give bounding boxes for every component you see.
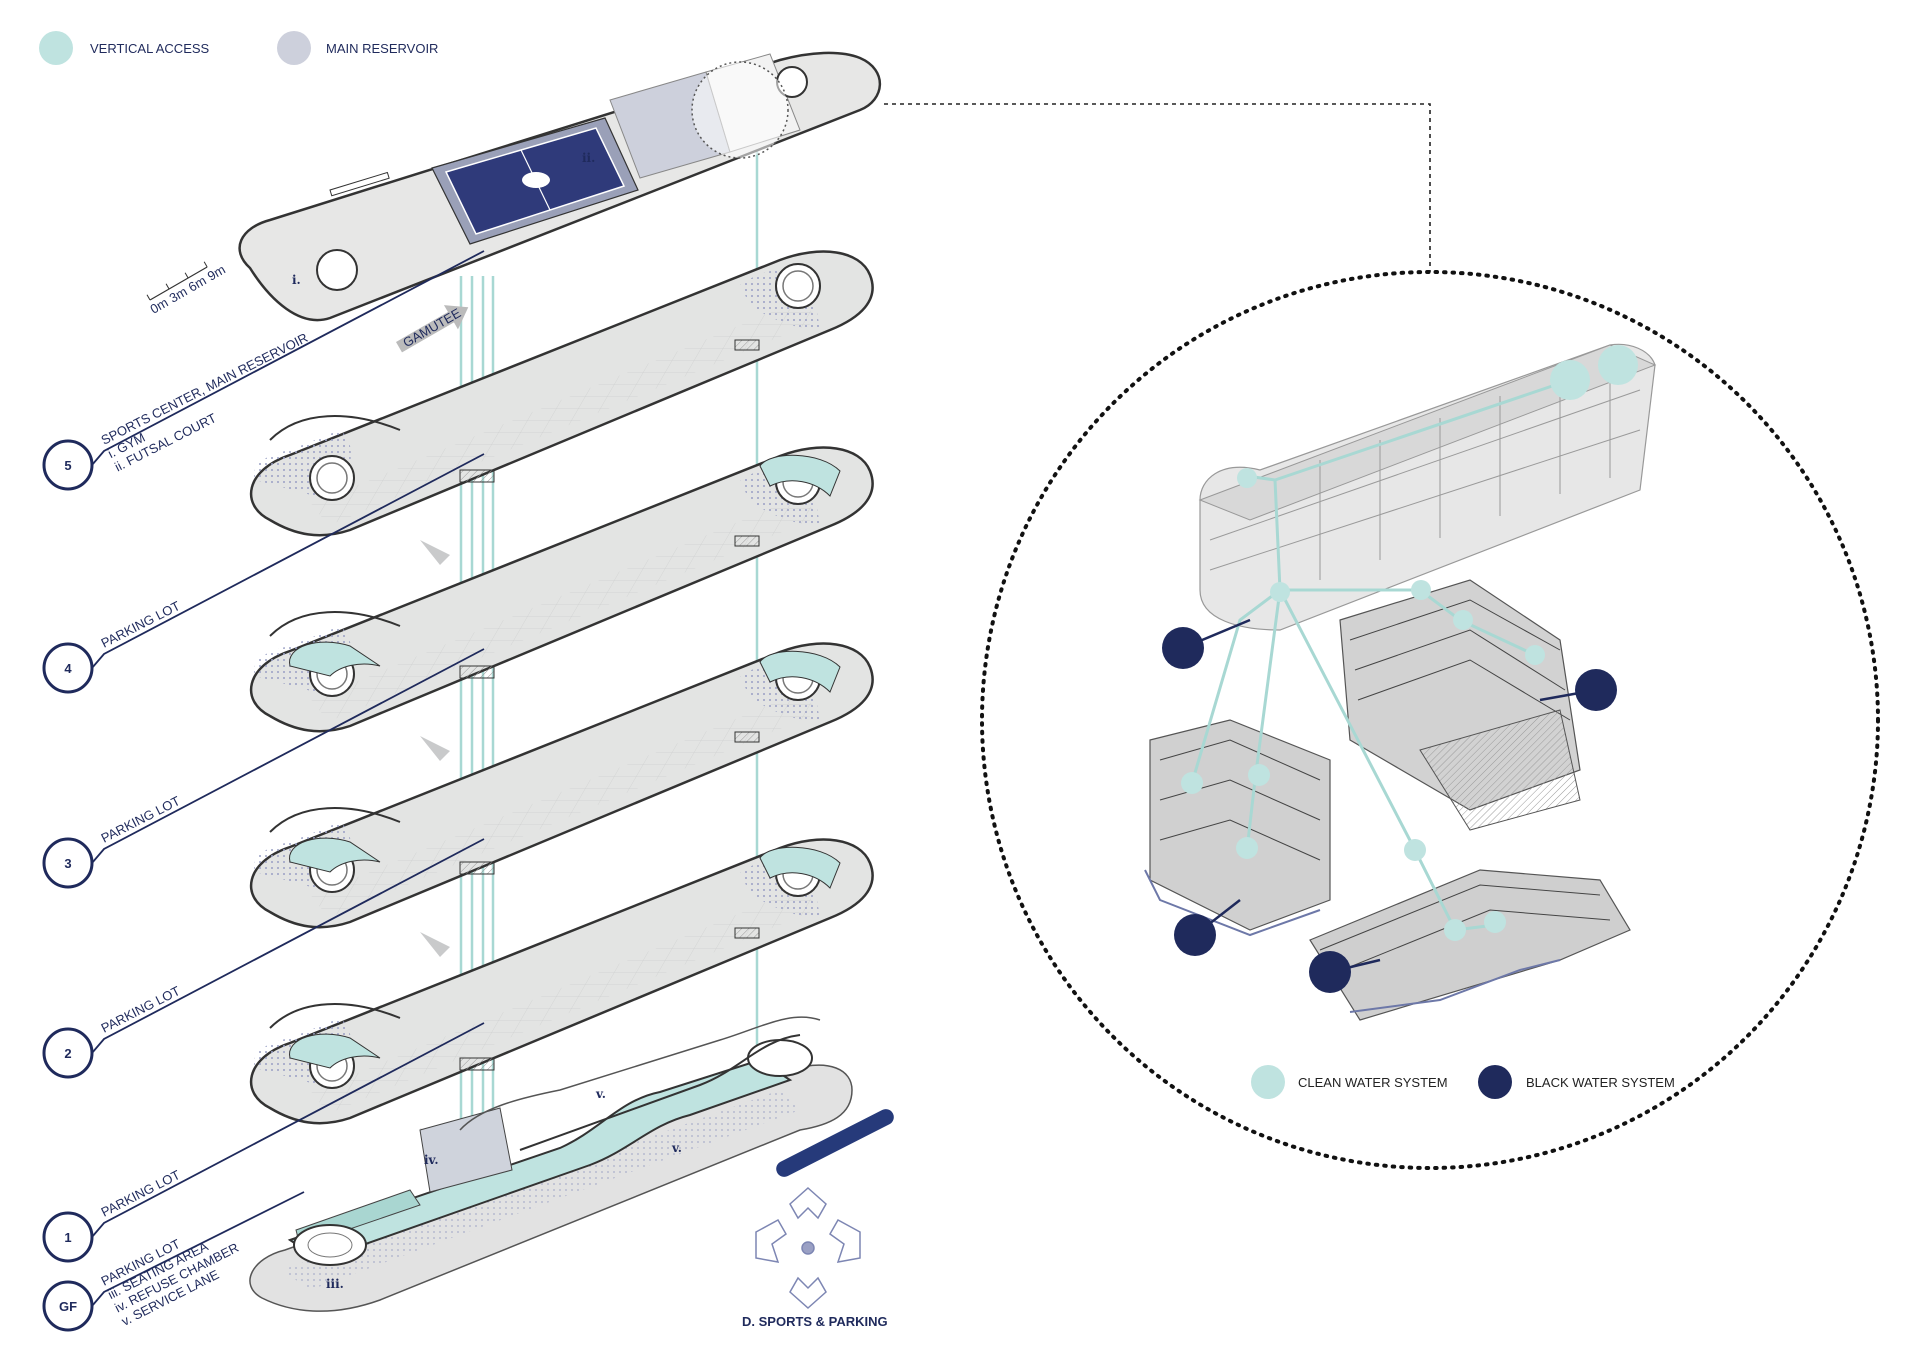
water-system-detail: CLEAN WATER SYSTEM BLACK WATER SYSTEM xyxy=(980,270,1880,1170)
vertical-access-highlight xyxy=(691,61,789,159)
clean-water-node xyxy=(1525,645,1545,665)
level-number: 1 xyxy=(64,1230,71,1245)
level-description: PARKING LOT xyxy=(99,793,183,846)
tag-gym: i. xyxy=(292,273,301,287)
parking-slab xyxy=(250,838,874,1153)
vertical-access-swatch xyxy=(39,31,73,65)
svg-text:0m: 0m xyxy=(148,295,171,317)
black-water-node xyxy=(1174,914,1216,956)
parking-slab xyxy=(250,446,874,761)
clean-water-node xyxy=(1181,772,1203,794)
key-plan-icon xyxy=(755,1186,861,1310)
clean-water-node xyxy=(1237,468,1257,488)
level-description: PARKING LOT xyxy=(99,598,183,651)
clean-water-node xyxy=(1248,764,1270,786)
tag-service-lane-2: v. xyxy=(671,1141,682,1155)
black-water-node xyxy=(1575,669,1617,711)
ground-floor-plan: iii. iv. v. v. xyxy=(249,1016,853,1312)
level-description: PARKING LOT xyxy=(99,1167,183,1220)
service-lane-edge xyxy=(519,1034,801,1151)
parking-slab xyxy=(250,642,874,957)
tag-service-lane-1: v. xyxy=(595,1087,606,1101)
svg-text:GAMUTEE: GAMUTEE xyxy=(400,305,463,350)
clean-water-node xyxy=(1598,345,1638,385)
tag-seating-area: iii. xyxy=(326,1277,344,1291)
clean-water-swatch xyxy=(1251,1065,1285,1099)
navy-bar xyxy=(776,1109,894,1177)
level-number: 5 xyxy=(64,458,71,473)
level-number: GF xyxy=(59,1299,77,1314)
black-water-label: BLACK WATER SYSTEM xyxy=(1526,1075,1675,1090)
level-number: 2 xyxy=(64,1046,71,1061)
clean-water-node xyxy=(1444,919,1466,941)
level-description: PARKING LOT xyxy=(99,983,183,1036)
clean-water-node xyxy=(1550,360,1590,400)
parking-slab xyxy=(250,250,874,565)
svg-text:6m: 6m xyxy=(186,273,209,295)
level-number: 3 xyxy=(64,856,71,871)
svg-text:9m: 9m xyxy=(205,262,228,284)
level-5-void xyxy=(316,249,358,291)
clean-water-node xyxy=(1236,837,1258,859)
clean-water-node xyxy=(1411,580,1431,600)
clean-water-node xyxy=(1453,610,1473,630)
main-reservoir-swatch xyxy=(277,31,311,65)
scale-bar: 0m 3m 6m 9m xyxy=(146,261,228,317)
north-arrow: GAMUTEE xyxy=(396,305,469,353)
clean-water-label: CLEAN WATER SYSTEM xyxy=(1298,1075,1448,1090)
level-5-plan: i. ii. xyxy=(238,51,882,322)
clean-water-node xyxy=(1484,911,1506,933)
diagram-title: D. SPORTS & PARKING xyxy=(742,1314,888,1329)
tag-futsal: ii. xyxy=(582,151,595,165)
detail-lower-building xyxy=(1309,869,1631,1021)
detail-parking-block xyxy=(1199,343,1656,631)
top-legend: VERTICAL ACCESS MAIN RESERVOIR xyxy=(39,31,438,65)
black-water-node xyxy=(1309,951,1351,993)
vertical-access-label: VERTICAL ACCESS xyxy=(90,41,210,56)
detail-connector xyxy=(884,103,1431,272)
black-water-node xyxy=(1162,627,1204,669)
tag-refuse-chamber: iv. xyxy=(424,1153,439,1167)
service-lane xyxy=(287,1058,793,1262)
svg-text:3m: 3m xyxy=(167,284,190,306)
level-number: 4 xyxy=(64,661,72,676)
black-water-swatch xyxy=(1478,1065,1512,1099)
clean-water-node xyxy=(1404,839,1426,861)
clean-water-node xyxy=(1270,582,1290,602)
parking-levels xyxy=(250,250,874,1153)
main-reservoir-label: MAIN RESERVOIR xyxy=(326,41,438,56)
